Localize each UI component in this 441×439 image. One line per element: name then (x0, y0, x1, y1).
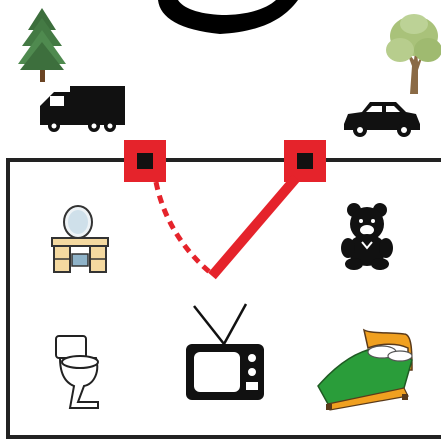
teddy-bear-icon (341, 203, 393, 270)
television-icon (186, 304, 264, 400)
truck-icon (40, 86, 125, 132)
door-left-swing-dashed (156, 182, 212, 274)
door-right-hinge (297, 153, 313, 169)
large-ring-shape (158, 0, 298, 34)
toilet-icon (56, 336, 98, 408)
door-right-panel (212, 178, 296, 276)
pine-tree-icon (18, 8, 66, 82)
vanity-dresser-icon (52, 206, 108, 272)
car-icon (344, 102, 420, 137)
leafy-tree-icon (386, 14, 441, 94)
bed-icon (318, 330, 412, 410)
door-left-hinge (137, 153, 153, 169)
